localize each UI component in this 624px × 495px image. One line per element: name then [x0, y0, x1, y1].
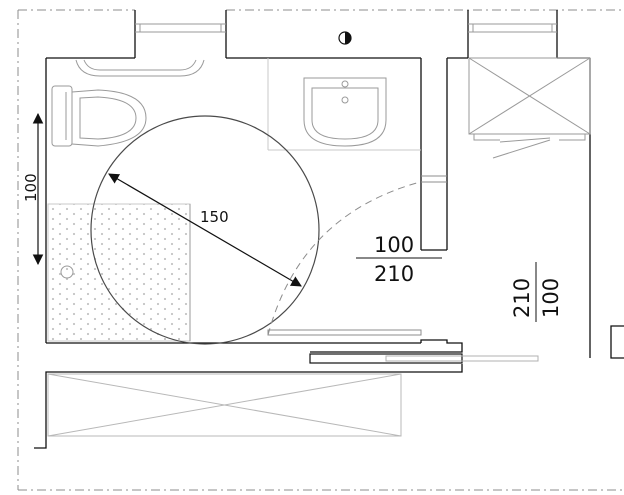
wall-height-label: 100: [22, 173, 40, 202]
door1-height-label: 210: [374, 262, 414, 286]
window-top-left: [135, 23, 226, 33]
toilet-icon: [51, 59, 205, 147]
turning-circle: [90, 115, 320, 345]
wall-fixture-lines: [267, 58, 421, 151]
door2-height-label: 210: [510, 278, 534, 318]
door2-width-label: 100: [539, 278, 563, 318]
cabinet-right: [468, 57, 591, 159]
turning-circle-label: 150: [200, 208, 229, 226]
right-wall-stub: [610, 325, 624, 359]
wardrobe-bottom: [47, 373, 402, 437]
light-switch-icon: [338, 31, 352, 45]
door-swing-arc: [267, 175, 447, 336]
door1-width-label: 100: [374, 233, 414, 257]
sliding-door-panels: [309, 353, 539, 364]
corridor-walls: [34, 364, 463, 449]
shower-tray: [47, 203, 191, 342]
dashed-boundary: [17, 9, 624, 491]
washbasin-icon: [303, 77, 387, 147]
window-top-right: [468, 23, 557, 33]
